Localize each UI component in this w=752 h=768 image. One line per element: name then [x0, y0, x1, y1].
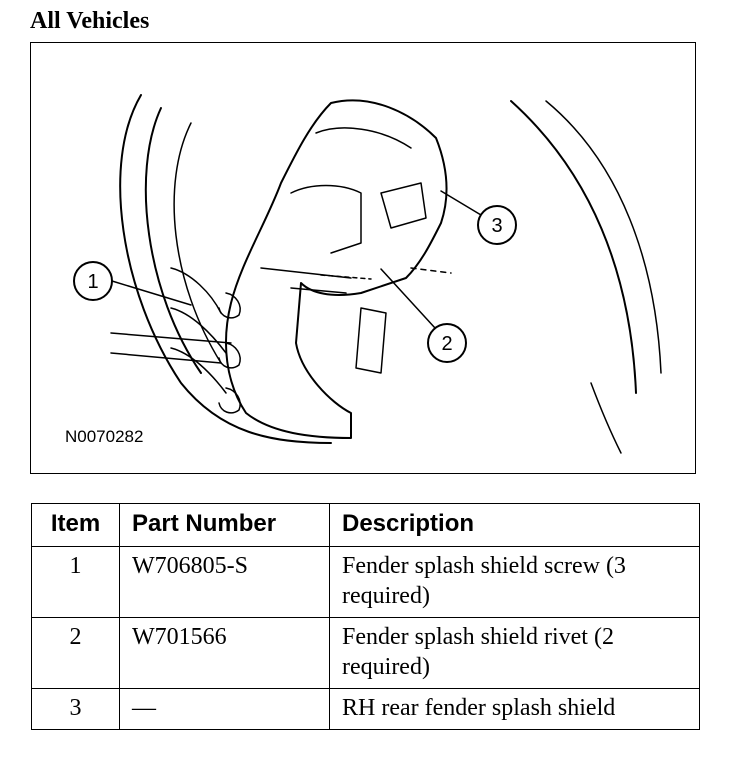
parts-table: Item Part Number Description 1 W706805-S…	[31, 503, 700, 730]
description-cell: RH rear fender splash shield	[329, 688, 700, 730]
part-number-cell: —	[119, 688, 330, 730]
description-cell: Fender splash shield rivet (2 required)	[329, 617, 700, 689]
fender-splash-shield-drawing: 1 2 3	[73, 94, 662, 454]
item-cell: 3	[31, 688, 120, 730]
callout-3-leader	[440, 190, 482, 216]
part-number-cell: W706805-S	[119, 546, 330, 618]
exploded-view-illustration: 1 2 3 N0070282	[30, 42, 696, 474]
callout-circles	[73, 205, 517, 363]
callout-1-label: 1	[87, 271, 98, 293]
callout-1-leader	[111, 280, 192, 306]
item-cell: 1	[31, 546, 120, 618]
splash-shield-outline	[225, 99, 448, 439]
section-heading: All Vehicles	[30, 8, 150, 34]
callout-1-circle	[73, 261, 113, 301]
figure-id: N0070282	[65, 427, 144, 446]
item-cell: 2	[31, 617, 120, 689]
part-number-cell: W701566	[119, 617, 330, 689]
description-cell: Fender splash shield screw (3 required)	[329, 546, 700, 618]
column-header-item: Item	[31, 503, 120, 547]
wheel-arch-outer-line	[119, 94, 332, 444]
table-row: 3 — RH rear fender splash shield	[31, 688, 700, 730]
callout-3-label: 3	[491, 215, 502, 237]
callout-2-leader	[380, 268, 436, 329]
table-row: 1 W706805-S Fender splash shield screw (…	[31, 546, 700, 618]
column-header-description: Description	[329, 503, 700, 547]
column-header-part-number: Part Number	[119, 503, 330, 547]
shield-flap	[355, 307, 387, 374]
table-row: 2 W701566 Fender splash shield rivet (2 …	[31, 617, 700, 689]
fender-arch-right	[510, 100, 637, 394]
table-header-row: Item Part Number Description	[31, 503, 700, 547]
callout-2-label: 2	[441, 333, 452, 355]
callout-3-circle	[477, 205, 517, 245]
callout-2-circle	[427, 323, 467, 363]
wheel-arch-inner-line	[144, 107, 202, 374]
